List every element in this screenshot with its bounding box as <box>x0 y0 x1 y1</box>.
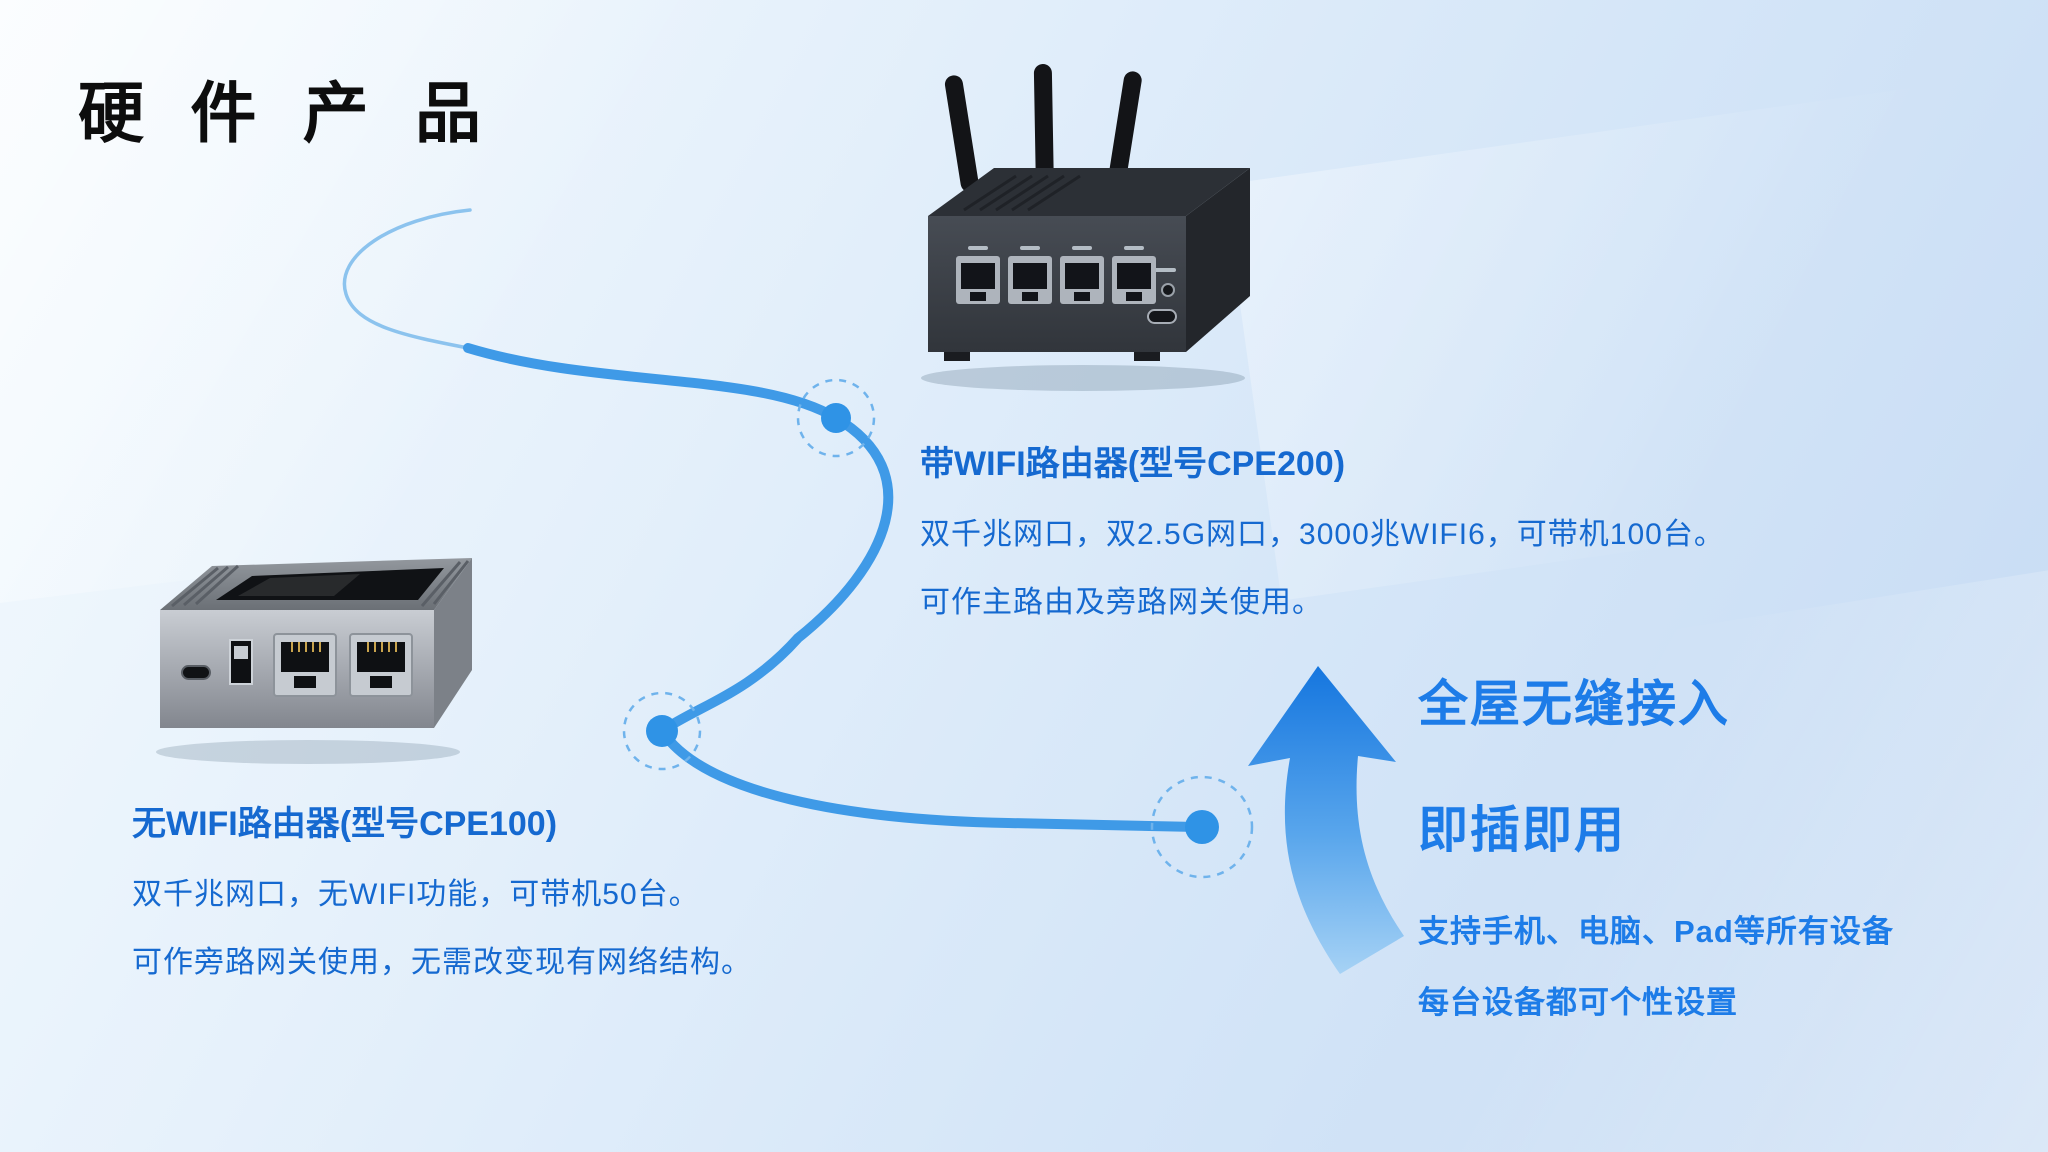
chassis-side <box>434 558 472 728</box>
chassis-side <box>1186 168 1250 352</box>
ethernet-port-icon <box>1060 256 1104 304</box>
cpe200-description: 带WIFI路由器(型号CPE200) 双千兆网口，双2.5G网口，3000兆WI… <box>920 436 1725 621</box>
node-dot <box>821 403 851 433</box>
cpe100-name: 无WIFI路由器(型号CPE100) <box>132 805 558 843</box>
reset-button-icon <box>1161 283 1175 297</box>
node-dashed-circle <box>796 378 876 458</box>
device-shadow <box>921 365 1245 391</box>
antenna-icon <box>1107 71 1142 193</box>
node-dot <box>1185 810 1219 844</box>
node-dot <box>646 715 678 747</box>
ethernet-port-icon <box>349 633 413 697</box>
cpe200-spec-line: 可作主路由及旁路网关使用。 <box>920 586 1323 619</box>
usb-c-port-icon <box>181 665 211 680</box>
path-start-squiggle <box>342 208 472 350</box>
cpe200-router-image <box>921 64 1250 391</box>
cpe100-spec-line: 双千兆网口，无WIFI功能，可带机50台。 <box>132 878 700 911</box>
cpe100-spec-line: 可作旁路网关使用，无需改变现有网络结构。 <box>132 946 752 979</box>
antenna-icon <box>1033 64 1054 193</box>
connector-path <box>463 343 1203 832</box>
antenna-icon <box>944 75 979 193</box>
cpe100-description: 无WIFI路由器(型号CPE100) 双千兆网口，无WIFI功能，可带机50台。… <box>132 796 752 981</box>
display-panel <box>216 568 444 600</box>
benefits-panel: 全屋无缝接入 即插即用 支持手机、电脑、Pad等所有设备 每台设备都可个性设置 <box>1418 664 1894 1022</box>
ethernet-port-icon <box>1008 256 1052 304</box>
up-arrow-icon <box>1248 666 1404 974</box>
ethernet-port-icon <box>956 256 1000 304</box>
benefit-detail: 支持手机、电脑、Pad等所有设备 <box>1418 914 1894 949</box>
ethernet-port-icon <box>273 633 337 697</box>
cpe100-router-image <box>156 558 472 764</box>
display-glare <box>238 574 360 596</box>
ethernet-port-icon <box>1112 256 1156 304</box>
usb-c-port-icon <box>1147 309 1177 324</box>
benefit-detail: 每台设备都可个性设置 <box>1418 985 1738 1020</box>
device-shadow <box>156 740 460 764</box>
cpe200-spec-line: 双千兆网口，双2.5G网口，3000兆WIFI6，可带机100台。 <box>920 518 1725 551</box>
cpe200-name: 带WIFI路由器(型号CPE200) <box>920 445 1346 483</box>
benefit-headline: 即插即用 <box>1418 802 1626 858</box>
node-dashed-circle <box>622 691 702 771</box>
usb-a-port-icon <box>229 639 253 685</box>
node-dashed-circle <box>1150 775 1254 879</box>
page-title: 硬 件 产 品 <box>78 76 496 150</box>
benefit-headline: 全屋无缝接入 <box>1418 676 1730 732</box>
